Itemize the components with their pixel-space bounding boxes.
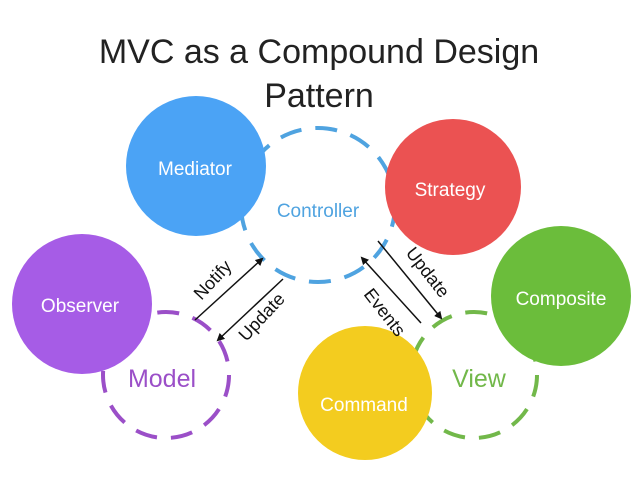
view-label: View (452, 365, 507, 393)
composite-label: Composite (516, 289, 607, 310)
mediator-label: Mediator (158, 159, 233, 180)
model-label: Model (128, 365, 196, 393)
notify-arrow (194, 257, 264, 321)
events-arrow (360, 256, 422, 324)
title-line-1: MVC as a Compound Design (98, 33, 540, 71)
observer-circle (12, 234, 152, 374)
controller-label: Controller (277, 201, 360, 222)
mediator-circle (126, 96, 266, 236)
update-model-arrow (216, 278, 284, 342)
title-line-2: Pattern (264, 77, 374, 115)
update-view-arrow (377, 240, 443, 320)
notify-label: Notify (190, 256, 236, 303)
model-circle (101, 310, 231, 440)
strategy-label: Strategy (415, 180, 486, 201)
slide-title: MVC as a Compound Design Pattern (40, 30, 598, 118)
strategy-circle (385, 119, 521, 255)
composite-circle (491, 226, 631, 366)
command-circle (298, 326, 432, 460)
observer-label: Observer (41, 296, 120, 317)
command-label: Command (320, 395, 408, 416)
